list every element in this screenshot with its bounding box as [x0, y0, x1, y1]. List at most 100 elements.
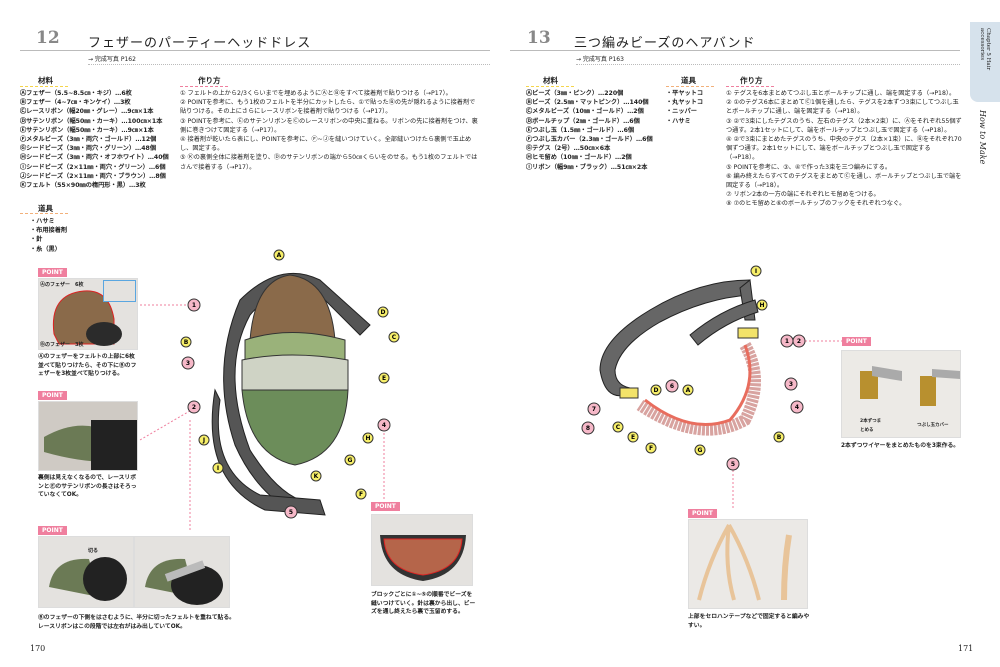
callout-2 [187, 400, 201, 414]
svg-text:5: 5 [731, 461, 735, 468]
step-item: ② ①のテグス6本にまとめてⒸ1個を通したら、テグスを2本ずつ3束にしてつぶし玉… [726, 99, 959, 116]
svg-text:D: D [654, 387, 659, 394]
svg-text:F: F [359, 491, 363, 498]
step-item: ④ 接着剤が乾いたら表にし、POINTを参考に、Ⓕ~Ⓙを縫いつけていく。全部縫い… [180, 136, 472, 153]
callout-K [310, 470, 322, 482]
point-caption: 2本ずつワイヤーをまとめたものを3束作る。 [841, 443, 960, 449]
right-tools-list: ・平ヤットコ ・丸ヤットコ ・ニッパー ・ハサミ [666, 89, 703, 126]
tool-item: ・丸ヤットコ [666, 99, 704, 107]
svg-text:7: 7 [592, 406, 596, 413]
point-caption: Ⓐのフェザーをフェルトの上部に6枚並べて貼りつけたら、その下にⒷのフェザーを3枚… [38, 354, 137, 377]
point-label-b: Ⓑのフェザー 3枚 [40, 342, 84, 348]
right-materials-heading: 材料 [543, 76, 558, 85]
material-item: Ⓐビーズ（3㎜・ピンク）…220個 [526, 90, 624, 97]
material-item: Ⓕつぶし玉カバー（2.3㎜・ゴールド）…6個 [526, 136, 653, 144]
step-item: ⑥ 編み終えたらすべてのテグスをまとめてⒸを通し、ボールチップとつぶし玉で端を固… [726, 172, 962, 190]
right-page-number: 171 [958, 644, 974, 653]
step-item: ⑦ リボン2本の一方の端にそれぞれヒモ留めをつける。 [726, 191, 880, 199]
right-project-number: 13 [527, 28, 551, 48]
tool-item: ・布用接着剤 [30, 227, 68, 235]
material-item: Ⓖテグス（2号）…50㎝×6本 [526, 145, 611, 153]
callout-A [273, 249, 285, 261]
point-badge: POINT [371, 502, 400, 511]
tool-item: ・ニッパー [666, 108, 697, 116]
tool-item: ・針 [30, 236, 43, 244]
callout-H [362, 432, 374, 444]
callout-3 [181, 356, 195, 370]
svg-text:D: D [381, 309, 386, 316]
divider [726, 86, 774, 88]
material-item: Ⓓボールチップ（2㎜・ゴールド）…6個 [526, 117, 640, 125]
svg-text:C: C [392, 334, 397, 341]
how-to-make-label: How to Make [978, 110, 987, 165]
material-item: Ⓚフェルト（55×90㎜の楕円形・黒）…3枚 [20, 182, 146, 190]
svg-text:H: H [365, 435, 370, 442]
callout-E [378, 372, 390, 384]
step-item: ④ ②で3束にまとめたテグスのうち、中央のテグス（2本×1束）に、Ⓑをそれぞれ7… [726, 136, 962, 162]
divider [666, 86, 714, 88]
svg-text:F: F [649, 445, 653, 452]
tool-item: ・糸（黒） [30, 245, 61, 253]
point-badge: POINT [38, 391, 67, 400]
callout-G [344, 454, 356, 466]
callout-5 [284, 505, 298, 519]
tool-item: ・平ヤットコ [666, 90, 704, 97]
divider [526, 86, 574, 88]
callout-4 [377, 418, 391, 432]
svg-text:H: H [759, 302, 764, 309]
point-label-a: 2本ずつまとめる [860, 419, 882, 433]
step-item: ③ POINTを参考に、ⒺのサテンリボンをⒸのレースリボンの中央に重ねる。リボン… [180, 117, 478, 134]
left-page-number: 170 [30, 644, 46, 653]
material-item: Ⓑビーズ（2.5㎜・マットピンク）…140個 [526, 99, 649, 107]
svg-text:C: C [616, 424, 621, 431]
material-item: Ⓑフェザー（4~7㎝・キンケイ）…3枚 [20, 99, 131, 107]
svg-text:A: A [686, 387, 691, 394]
point-badge: POINT [842, 337, 871, 346]
material-item: Ⓗシードビーズ（3㎜・両穴・オフホワイト）…40個 [20, 154, 169, 162]
material-item: Ⓔつぶし玉（1.5㎜・ゴールド）…6個 [526, 126, 635, 134]
svg-text:B: B [777, 434, 782, 441]
svg-text:3: 3 [186, 360, 190, 367]
divider [20, 50, 490, 51]
point-photo-inset [103, 280, 136, 302]
point-photo-braiding [688, 519, 808, 609]
divider [20, 86, 68, 88]
point-photo-beading [371, 514, 473, 586]
chapter-tab[interactable]: Chapter 5 Hair accessories [970, 22, 1000, 102]
step-item: ⑤ POINTを参考に、③、④で作った3束を三つ編みにする。 [726, 163, 892, 171]
chapter-tab-label: Chapter 5 Hair accessories [979, 28, 991, 71]
point-caption: 裏側は見えなくなるので、レースリボンとⒺのサテンリボンの長さはそろっていなくてO… [38, 475, 137, 498]
svg-text:2: 2 [192, 404, 196, 411]
callout-A-label: A [277, 252, 282, 259]
svg-text:3: 3 [789, 381, 793, 388]
svg-text:1: 1 [785, 338, 789, 345]
point-caption: ブロックごとに①~⑤の順番でビーズを縫いつけていく。針は裏から出し、ビーズを通し… [371, 592, 476, 615]
svg-text:G: G [698, 447, 703, 454]
svg-text:8: 8 [586, 425, 590, 432]
material-item: Ⓕメタルビーズ（3㎜・両穴・ゴールド）…12個 [20, 136, 157, 144]
svg-text:I: I [217, 465, 219, 472]
right-steps-list: ① テグスを6本まとめてつぶし玉とボールチップに通し、端を固定する（→P18）。… [726, 89, 962, 209]
right-title: 三つ編みビーズのヘアバンド [574, 36, 756, 51]
right-steps-heading: 作り方 [740, 76, 763, 85]
svg-text:J: J [202, 437, 205, 444]
material-item: Ⓘリボン（幅9㎜・ブラック）…51㎝×2本 [526, 163, 648, 171]
step-item: ⑤ Ⓚの裏側全体に接着剤を塗り、Ⓓのサテンリボンの端から50㎝くらいをのせる。も… [180, 154, 478, 171]
callout-D [377, 306, 389, 318]
right-materials-list: Ⓐビーズ（3㎜・ピンク）…220個 Ⓑビーズ（2.5㎜・マットピンク）…140個… [526, 89, 653, 172]
callout-I [212, 462, 224, 474]
step-item: ⑧ ⑦のヒモ留めと⑥のボールチップのフックをそれぞれつなぐ。 [726, 200, 906, 208]
left-materials-heading: 材料 [38, 76, 53, 85]
svg-text:2: 2 [797, 338, 801, 345]
left-steps-heading: 作り方 [198, 76, 221, 85]
svg-text:4: 4 [382, 422, 386, 429]
divider [88, 64, 490, 65]
point-photo-feathers [38, 278, 138, 350]
svg-text:G: G [348, 457, 353, 464]
point-photo-glued [134, 536, 230, 608]
material-item: Ⓖシードビーズ（3㎜・両穴・グリーン）…48個 [20, 145, 157, 153]
point-badge: POINT [38, 526, 67, 535]
step-item: ① テグスを6本まとめてつぶし玉とボールチップに通し、端を固定する（→P18）。 [726, 90, 956, 97]
material-item: Ⓓサテンリボン（幅50㎜・カーキ）…100㎝×1本 [20, 117, 163, 125]
svg-text:I: I [755, 268, 757, 275]
